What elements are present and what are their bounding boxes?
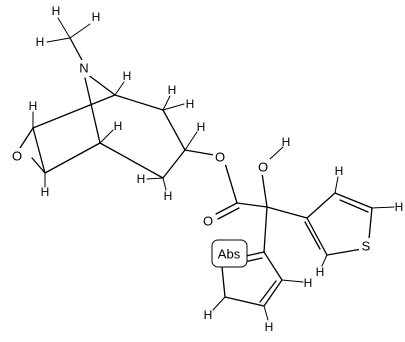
hydrogen-label: H: [123, 69, 132, 83]
right-thiophene-bonds: [304, 192, 373, 256]
carbonyl-oxygen-atom: O: [203, 214, 213, 229]
ester-bonds: [215, 146, 308, 253]
atom-labels: N O O O O H S Abs: [10, 60, 373, 268]
right-sulfur-atom: S: [362, 239, 371, 254]
hydrogen-label: H: [52, 4, 61, 18]
hydrogen-label: H: [265, 320, 274, 334]
hydrogen-label: H: [36, 35, 45, 49]
hydrogen-label: H: [168, 83, 177, 97]
hydrogen-label: H: [304, 276, 313, 290]
hydrogen-label: H: [92, 10, 101, 24]
abs-stereo-label: Abs: [218, 247, 241, 262]
hydrogen-labels: H H H H H H H H H H H H H H H H H H: [29, 4, 404, 334]
hydrogen-label: H: [204, 308, 213, 322]
abs-stereo-box: [211, 239, 248, 268]
nitrogen-atom: N: [79, 61, 88, 76]
hydrogen-label: H: [41, 185, 50, 199]
hydroxyl-hydrogen-atom: H: [282, 135, 291, 149]
left-thiophene-hydrogens: [212, 279, 304, 321]
hydrogen-label: H: [316, 265, 325, 279]
hydrogen-label: H: [114, 119, 123, 133]
epoxide-oxygen-atom: O: [12, 149, 22, 164]
hydrogen-label: H: [197, 120, 206, 134]
hydrogen-label: H: [164, 189, 173, 203]
hydrogen-label: H: [395, 200, 404, 214]
hydroxyl-oxygen-atom: O: [258, 160, 268, 175]
bicyclic-core-bonds: [19, 37, 215, 179]
hydrogen-label: H: [29, 99, 38, 113]
hydrogen-label: H: [335, 164, 344, 178]
ester-oxygen-atom: O: [215, 150, 225, 165]
core-hydrogens: [32, 81, 198, 191]
methyl-hydrogens: [46, 17, 91, 43]
hydrogen-label: H: [137, 172, 146, 186]
right-thiophene-hydrogens: [321, 176, 395, 267]
hydrogen-label: H: [186, 97, 195, 111]
